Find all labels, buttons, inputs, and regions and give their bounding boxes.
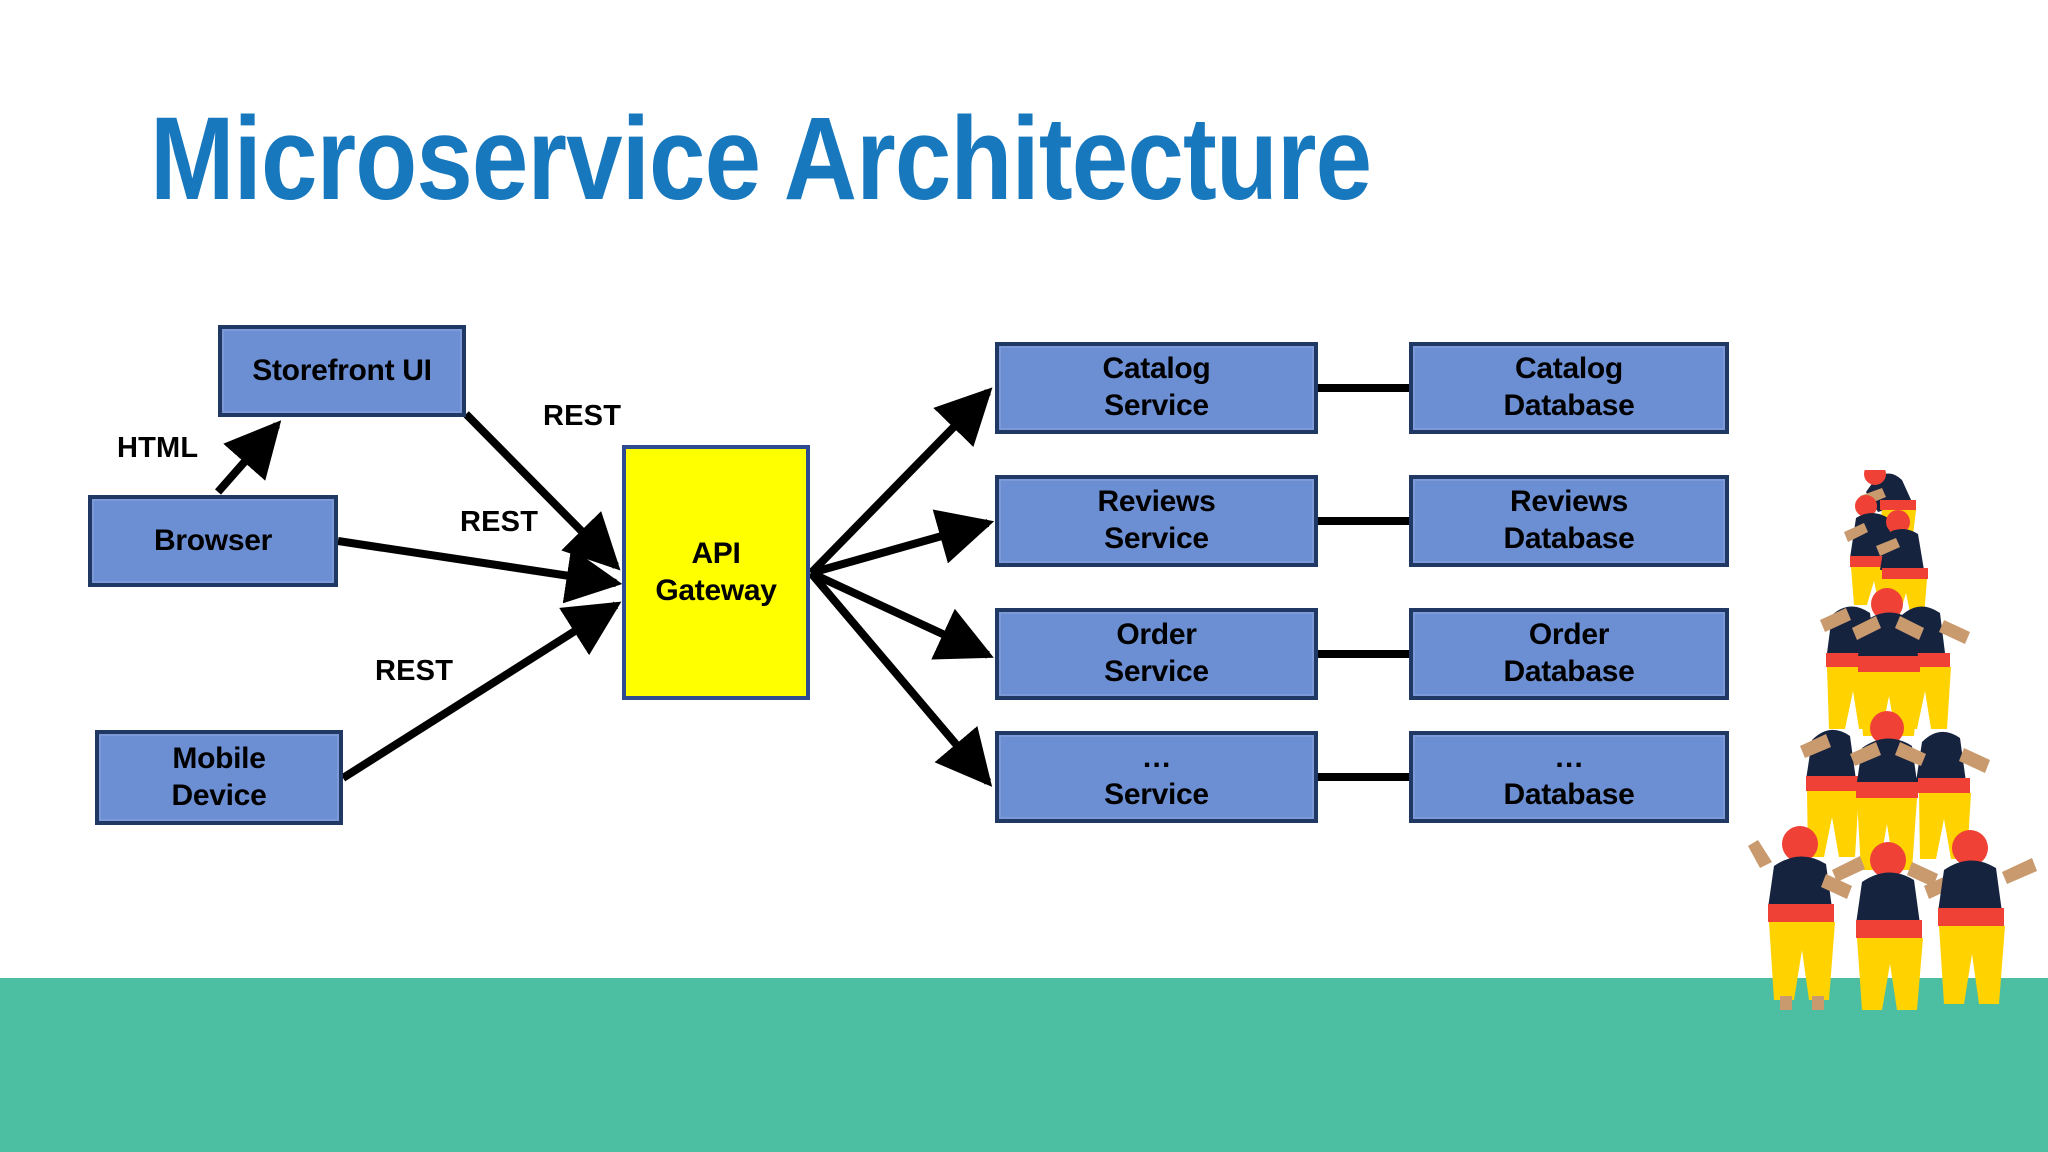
- edge-label-rest-mobile: REST: [375, 655, 454, 687]
- edge-gateway-to-order-service: [809, 569, 994, 660]
- node-order-database-label: Order Database: [1503, 618, 1635, 688]
- node-storefront-ui[interactable]: Storefront UI: [218, 325, 466, 417]
- node-reviews-service-label: Reviews Service: [1097, 485, 1216, 555]
- node-api-gateway-label: API Gateway: [655, 536, 777, 607]
- node-catalog-database[interactable]: Catalog Database: [1409, 342, 1729, 434]
- ground-band: [0, 978, 2048, 1152]
- node-order-service-label: Order Service: [1104, 618, 1209, 688]
- edge-storefront-to-gateway: [463, 411, 621, 571]
- edge-mobile-to-gateway: [340, 601, 622, 782]
- edge-gateway-to-reviews-service: [809, 509, 995, 577]
- node-reviews-service[interactable]: Reviews Service: [995, 475, 1318, 567]
- node-order-database[interactable]: Order Database: [1409, 608, 1729, 700]
- node-catalog-service-label: Catalog Service: [1102, 352, 1211, 422]
- node-order-service[interactable]: Order Service: [995, 608, 1318, 700]
- node-ellipsis-database[interactable]: … Database: [1409, 731, 1729, 823]
- node-mobile-device-label: Mobile Device: [171, 741, 267, 812]
- node-ellipsis-service[interactable]: … Service: [995, 731, 1318, 823]
- node-mobile-device[interactable]: Mobile Device: [95, 730, 343, 825]
- node-ellipsis-database-label: … Database: [1503, 741, 1635, 811]
- node-api-gateway[interactable]: API Gateway: [622, 445, 810, 700]
- edge-gateway-to-ellipsis-service: [807, 570, 993, 787]
- node-browser[interactable]: Browser: [88, 495, 338, 587]
- node-browser-label: Browser: [154, 523, 272, 557]
- edge-label-html: HTML: [117, 432, 199, 464]
- node-reviews-database[interactable]: Reviews Database: [1409, 475, 1729, 567]
- edge-label-rest-browser: REST: [460, 506, 539, 538]
- edge-gateway-to-catalog-service: [808, 387, 993, 576]
- edge-label-rest-storefront: REST: [543, 400, 622, 432]
- edge-browser-to-storefront: [214, 420, 282, 495]
- page-title: Microservice Architecture: [150, 93, 1372, 225]
- edge-browser-to-gateway: [337, 537, 623, 604]
- node-ellipsis-service-label: … Service: [1104, 741, 1209, 811]
- node-storefront-ui-label: Storefront UI: [252, 353, 432, 387]
- node-catalog-service[interactable]: Catalog Service: [995, 342, 1318, 434]
- castell-level-1: [1748, 826, 2037, 1010]
- node-catalog-database-label: Catalog Database: [1503, 352, 1635, 422]
- human-tower-illustration: [1748, 470, 2037, 1010]
- node-reviews-database-label: Reviews Database: [1503, 485, 1635, 555]
